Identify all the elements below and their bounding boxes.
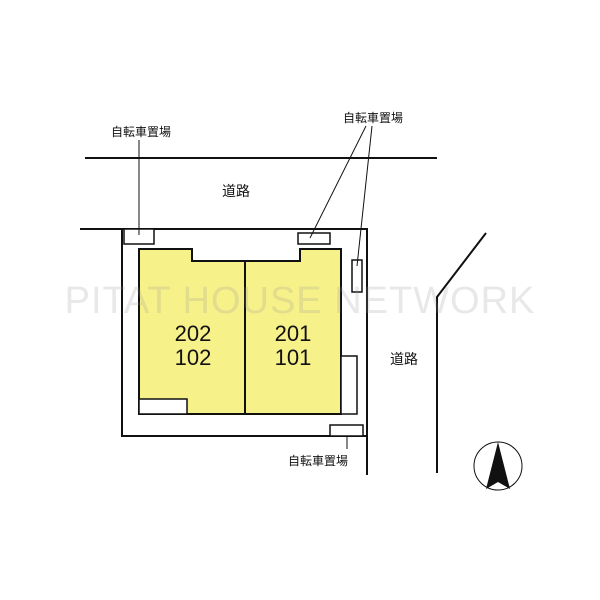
- bike-parking-box: [297, 232, 331, 245]
- unit-label: 201 101: [275, 322, 312, 370]
- bike-parking-label: 自転車置場: [342, 111, 404, 125]
- road-label: 道路: [222, 184, 250, 200]
- watermark: PITAT HOUSE NETWORK: [64, 280, 536, 322]
- leader-line: [356, 125, 373, 267]
- north-arrow-icon: [473, 441, 523, 491]
- unit-number: 102: [174, 345, 212, 370]
- unit-number: 201: [274, 321, 312, 346]
- bike-parking-box: [329, 424, 364, 437]
- storage-box: [340, 355, 358, 415]
- bike-parking-label: 自転車置場: [110, 125, 172, 139]
- unit-label: 202 102: [175, 322, 212, 370]
- storage-box: [138, 398, 188, 415]
- lot-boundary: [80, 228, 368, 475]
- road-right-edge: [436, 232, 487, 473]
- leader-line: [309, 125, 367, 239]
- bike-parking-box: [351, 259, 363, 293]
- road-label: 道路: [390, 352, 418, 368]
- unit-number: 202: [174, 321, 212, 346]
- lot-boundary-inner: [121, 229, 367, 437]
- bike-parking-label: 自転車置場: [287, 454, 349, 468]
- building: [138, 248, 342, 415]
- unit-number: 101: [274, 345, 312, 370]
